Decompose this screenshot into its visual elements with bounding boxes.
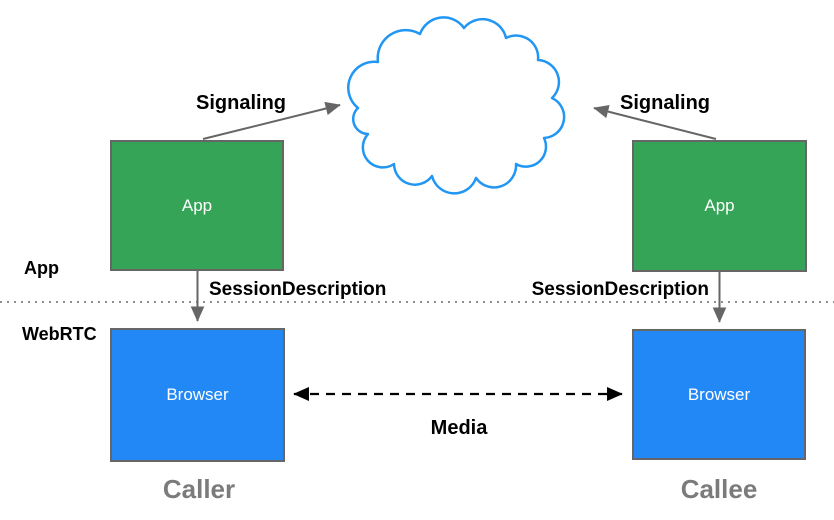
caller-app-box: App (110, 140, 284, 271)
caller-app-label: App (181, 195, 213, 215)
callee-app-box: App (632, 140, 807, 272)
media-label: Media (430, 417, 488, 439)
app-layer-label: App (24, 258, 59, 278)
signaling-label-right: Signaling (620, 92, 710, 114)
signaling-label-left: Signaling (196, 92, 286, 114)
callee-browser-label: Browser (687, 384, 751, 404)
session-description-label-right: SessionDescription (531, 279, 709, 300)
caller-endpoint-label: Caller (162, 474, 236, 504)
caller-browser-label: Browser (166, 385, 229, 404)
callee-app-label: App (704, 196, 735, 215)
callee-endpoint-label: Callee (680, 474, 758, 504)
webrtc-layer-label: WebRTC (22, 324, 97, 344)
session-description-label-left: SessionDescription (209, 279, 387, 300)
network-cloud-icon (347, 16, 566, 195)
callee-browser-box: Browser (632, 329, 806, 460)
caller-browser-box: Browser (110, 328, 285, 462)
